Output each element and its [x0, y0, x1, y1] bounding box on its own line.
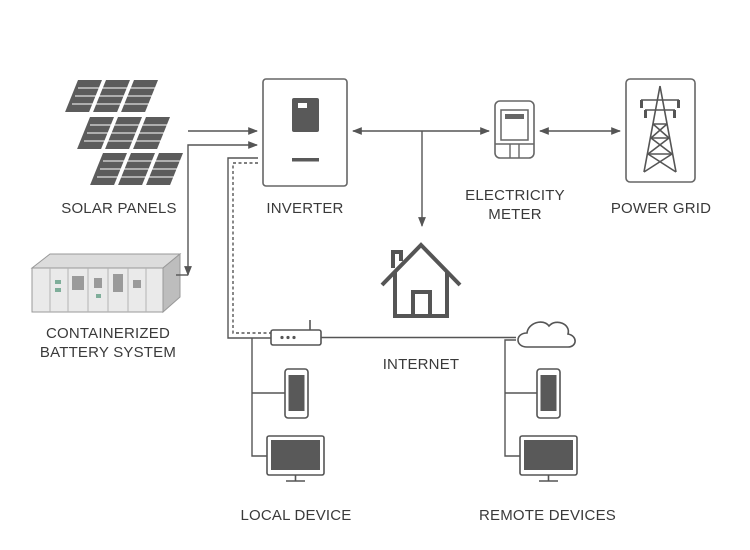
solar-panels-label: SOLAR PANELS [61, 200, 177, 217]
house-icon [380, 242, 462, 318]
power-grid-label: POWER GRID [610, 200, 712, 217]
battery-container-icon [30, 252, 182, 314]
electricity-meter-label: ELECTRICITY METER [465, 187, 565, 223]
remote-devices-label: REMOTE DEVICES [479, 507, 616, 524]
internet-label: INTERNET [382, 356, 460, 373]
power-grid-tower-icon [625, 78, 696, 183]
inverter-icon [262, 78, 348, 187]
connector-lines [176, 127, 621, 457]
router-icon [270, 320, 322, 346]
local-device-label: LOCAL DEVICE [240, 507, 352, 524]
cloud-icon [517, 321, 576, 348]
smartphone-icon [536, 368, 561, 419]
battery-system-label: CONTAINERIZED BATTERY SYSTEM [39, 325, 177, 361]
electricity-meter-icon [494, 100, 535, 159]
inverter-battery-arrow [184, 141, 258, 276]
inverter-label: INVERTER [266, 200, 344, 217]
smartphone-icon [284, 368, 309, 419]
monitor-icon [519, 435, 578, 482]
monitor-icon [266, 435, 325, 482]
solar-panel-icon [65, 80, 183, 185]
